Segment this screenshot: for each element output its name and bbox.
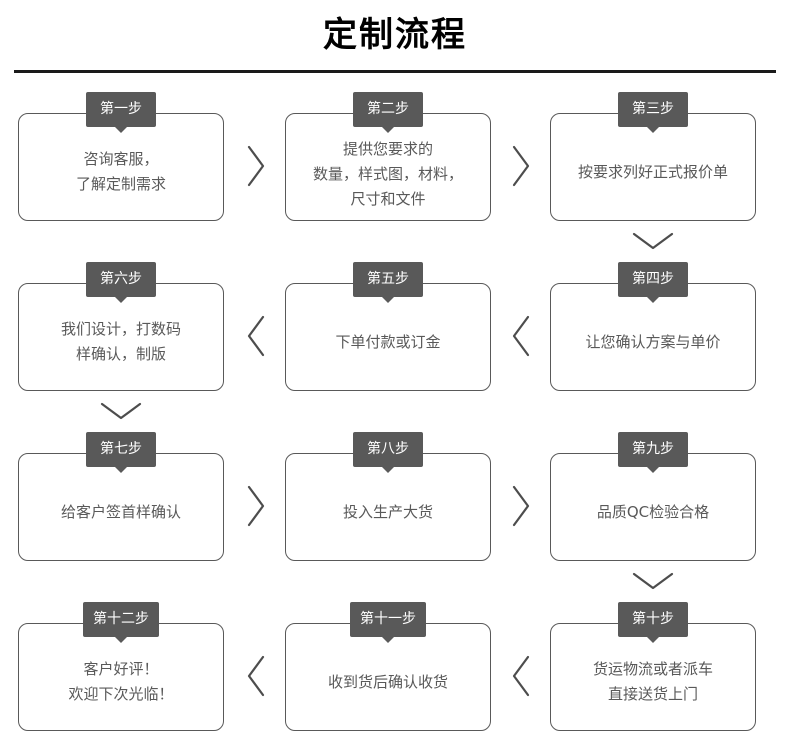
step-badge-12: 第十二步 <box>83 602 159 637</box>
step-body-6: 我们设计，打数码 样确认，制版 <box>19 284 223 390</box>
step-card-6[interactable]: 第六步 我们设计，打数码 样确认，制版 <box>18 262 224 391</box>
step-line: 客户好评！ <box>83 660 159 678</box>
title-divider <box>14 70 776 73</box>
step-line: 了解定制需求 <box>75 175 166 193</box>
step-card-10[interactable]: 第十步 货运物流或者派车 直接送货上门 <box>550 602 756 731</box>
connector-step6-to-step7 <box>98 398 144 424</box>
step-badge-8: 第八步 <box>353 432 423 467</box>
step-line: 按要求列好正式报价单 <box>577 162 728 181</box>
connector-step8-to-step9 <box>508 483 534 529</box>
step-body-7: 给客户签首样确认 <box>19 454 223 560</box>
page-title: 定制流程 <box>323 15 467 55</box>
step-body-10: 货运物流或者派车 直接送货上门 <box>551 624 755 730</box>
connector-step10-to-step11 <box>508 653 534 699</box>
step-line: 样确认，制版 <box>75 345 166 363</box>
step-card-3[interactable]: 第三步 按要求列好正式报价单 <box>550 92 756 221</box>
step-card-5[interactable]: 第五步 下单付款或订金 <box>285 262 491 391</box>
page-header: 定制流程 <box>0 0 790 73</box>
step-line: 下单付款或订金 <box>335 332 441 351</box>
step-card-7[interactable]: 第七步 给客户签首样确认 <box>18 432 224 561</box>
step-line: 直接送货上门 <box>607 685 698 703</box>
connector-step2-to-step3 <box>508 143 534 189</box>
step-body-9: 品质QC检验合格 <box>551 454 755 560</box>
step-card-8[interactable]: 第八步 投入生产大货 <box>285 432 491 561</box>
step-card-9[interactable]: 第九步 品质QC检验合格 <box>550 432 756 561</box>
process-flow-diagram: 第一步 咨询客服， 了解定制需求 第二步 提供您要求的 数量，样式图，材料， 尺… <box>0 73 790 731</box>
step-badge-1: 第一步 <box>86 92 156 127</box>
step-card-1[interactable]: 第一步 咨询客服， 了解定制需求 <box>18 92 224 221</box>
step-card-2[interactable]: 第二步 提供您要求的 数量，样式图，材料， 尺寸和文件 <box>285 92 491 221</box>
step-line: 货运物流或者派车 <box>592 660 713 678</box>
step-badge-5: 第五步 <box>353 262 423 297</box>
step-body-5: 下单付款或订金 <box>286 284 490 390</box>
step-badge-3: 第三步 <box>618 92 688 127</box>
step-badge-9: 第九步 <box>618 432 688 467</box>
step-badge-2: 第二步 <box>353 92 423 127</box>
step-line: 咨询客服， <box>83 150 159 168</box>
step-line: 品质QC检验合格 <box>596 502 710 521</box>
step-body-12: 客户好评！ 欢迎下次光临！ <box>19 624 223 730</box>
step-card-4[interactable]: 第四步 让您确认方案与单价 <box>550 262 756 391</box>
connector-step7-to-step8 <box>243 483 269 529</box>
connector-step4-to-step5 <box>508 313 534 359</box>
step-body-1: 咨询客服， 了解定制需求 <box>19 114 223 220</box>
step-body-3: 按要求列好正式报价单 <box>551 114 755 220</box>
step-line: 给客户签首样确认 <box>60 502 181 521</box>
step-body-11: 收到货后确认收货 <box>286 624 490 730</box>
step-badge-11: 第十一步 <box>350 602 426 637</box>
step-line: 收到货后确认收货 <box>327 672 448 691</box>
step-line: 让您确认方案与单价 <box>585 332 721 351</box>
step-card-11[interactable]: 第十一步 收到货后确认收货 <box>285 602 491 731</box>
connector-step3-to-step4 <box>630 228 676 254</box>
step-badge-6: 第六步 <box>86 262 156 297</box>
step-line: 我们设计，打数码 <box>60 320 181 338</box>
step-card-12[interactable]: 第十二步 客户好评！ 欢迎下次光临！ <box>18 602 224 731</box>
step-line: 数量，样式图，材料， <box>312 164 463 183</box>
step-line: 尺寸和文件 <box>350 189 426 208</box>
connector-step5-to-step6 <box>243 313 269 359</box>
connector-step11-to-step12 <box>243 653 269 699</box>
step-body-4: 让您确认方案与单价 <box>551 284 755 390</box>
step-line: 提供您要求的 <box>342 139 433 158</box>
step-badge-10: 第十步 <box>618 602 688 637</box>
step-body-8: 投入生产大货 <box>286 454 490 560</box>
step-line: 投入生产大货 <box>342 502 433 521</box>
step-line: 欢迎下次光临！ <box>68 685 174 703</box>
step-badge-4: 第四步 <box>618 262 688 297</box>
connector-step1-to-step2 <box>243 143 269 189</box>
step-badge-7: 第七步 <box>86 432 156 467</box>
connector-step9-to-step10 <box>630 568 676 594</box>
step-body-2: 提供您要求的 数量，样式图，材料， 尺寸和文件 <box>286 114 490 220</box>
